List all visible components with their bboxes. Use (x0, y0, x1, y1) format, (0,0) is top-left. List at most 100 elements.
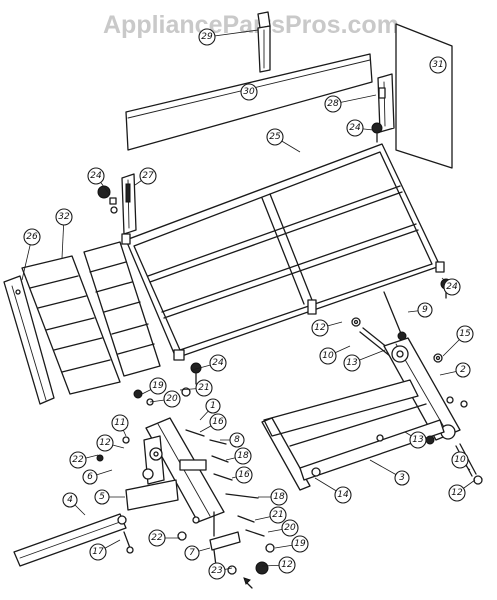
callout-label: 21 (198, 383, 209, 393)
callout-label: 24 (90, 171, 102, 181)
callout-label: 1 (210, 401, 216, 411)
callout-circle (94, 489, 110, 505)
callout-c16b: 16 (231, 466, 253, 484)
callout-label: 7 (189, 548, 195, 558)
callout-circle (455, 362, 471, 378)
callout-label: 25 (269, 132, 281, 142)
callout-circle (69, 451, 87, 469)
callout-circle (82, 469, 98, 485)
callout-circle (346, 119, 364, 137)
callout-c24d: 24 (191, 354, 227, 372)
callout-label: 2 (460, 365, 466, 375)
callout-label: 4 (67, 495, 73, 505)
callout-c26: 26 (21, 228, 41, 281)
part-bracket-27 (121, 173, 137, 235)
callout-c15: 15 (442, 325, 474, 357)
callout-label: 16 (238, 470, 250, 480)
callout-circle (111, 414, 129, 432)
part-rail-26 (3, 275, 55, 405)
callout-c22a: 22 (69, 451, 99, 469)
callout-c4: 4 (62, 492, 86, 516)
callout-circle (209, 413, 227, 431)
callout-label: 26 (26, 232, 38, 242)
callout-circle (394, 470, 410, 486)
callout-circle (429, 56, 447, 74)
callout-circle (184, 545, 200, 561)
callout-circle (149, 377, 167, 395)
part-bolt-17 (123, 531, 134, 554)
callout-label: 15 (459, 329, 471, 339)
callout-c23: 23 (208, 562, 233, 580)
callout-circle (240, 83, 258, 101)
callout-c21b: 21 (254, 506, 287, 524)
callout-label: 19 (152, 381, 164, 391)
callout-circle (334, 486, 352, 504)
callout-c29: 29 (198, 28, 259, 46)
callout-c14: 14 (314, 477, 352, 504)
callout-c18a: 18 (225, 447, 252, 465)
callout-label: 24 (446, 282, 458, 292)
callout-circle (417, 302, 433, 318)
callout-circle (443, 278, 461, 296)
callout-label: 10 (322, 351, 334, 361)
callout-circle (266, 128, 284, 146)
callout-c12d: 12 (261, 556, 296, 574)
callout-label: 17 (92, 547, 104, 557)
callout-label: 27 (142, 171, 154, 181)
callout-c10b: 10 (451, 451, 471, 471)
callout-label: 16 (212, 417, 224, 427)
callout-label: 19 (294, 539, 306, 549)
callout-c24c: 24 (441, 277, 461, 296)
callout-c24a: 24 (87, 167, 111, 196)
callout-circle (324, 95, 342, 113)
pointer-arrow-icon (243, 577, 253, 589)
callout-label: 32 (58, 212, 70, 222)
callout-circle (96, 434, 114, 452)
part-7 (209, 531, 241, 567)
callout-label: 10 (454, 455, 466, 465)
callout-label: 24 (349, 123, 361, 133)
callout-label: 8 (234, 435, 240, 445)
callout-label: 3 (399, 473, 405, 483)
callout-label: 9 (422, 305, 428, 315)
callout-label: 22 (72, 455, 84, 465)
callout-label: 22 (151, 533, 163, 543)
callout-circle (451, 451, 469, 469)
callout-c19a: 19 (139, 377, 167, 396)
callout-circle (55, 208, 73, 226)
callout-c17: 17 (89, 539, 121, 561)
callout-c9: 9 (407, 302, 433, 318)
callout-c12a: 12 (311, 319, 343, 337)
callout-c32: 32 (55, 208, 73, 259)
callout-circle (291, 535, 309, 553)
part-knob-24-left (97, 185, 118, 214)
callout-c18b: 18 (258, 488, 288, 506)
callout-label: 20 (284, 523, 296, 533)
callout-c20a: 20 (149, 390, 181, 408)
part-fasteners-center (96, 387, 275, 553)
callout-label: 11 (114, 418, 125, 428)
callout-circle (311, 319, 329, 337)
callout-label: 31 (432, 60, 443, 70)
callout-label: 29 (201, 32, 213, 42)
callout-c19b: 19 (274, 535, 309, 553)
callout-label: 20 (166, 394, 178, 404)
callout-label: 12 (99, 438, 111, 448)
callout-label: 21 (272, 510, 283, 520)
part-23 (227, 565, 237, 575)
callout-c11: 11 (111, 414, 129, 437)
callout-c13b: 13 (404, 431, 427, 449)
callout-c24b: 24 (346, 119, 374, 137)
callout-circle (23, 228, 41, 246)
callout-c20b: 20 (267, 519, 299, 537)
part-washer-12-bottom (255, 561, 269, 575)
callout-leader (206, 29, 259, 38)
callout-circle (270, 488, 288, 506)
callout-c12b: 12 (96, 434, 125, 452)
callout-label: 12 (451, 488, 463, 498)
part-hanger-29 (257, 11, 271, 73)
callout-c30: 30 (240, 83, 258, 101)
callout-circle (89, 543, 107, 561)
